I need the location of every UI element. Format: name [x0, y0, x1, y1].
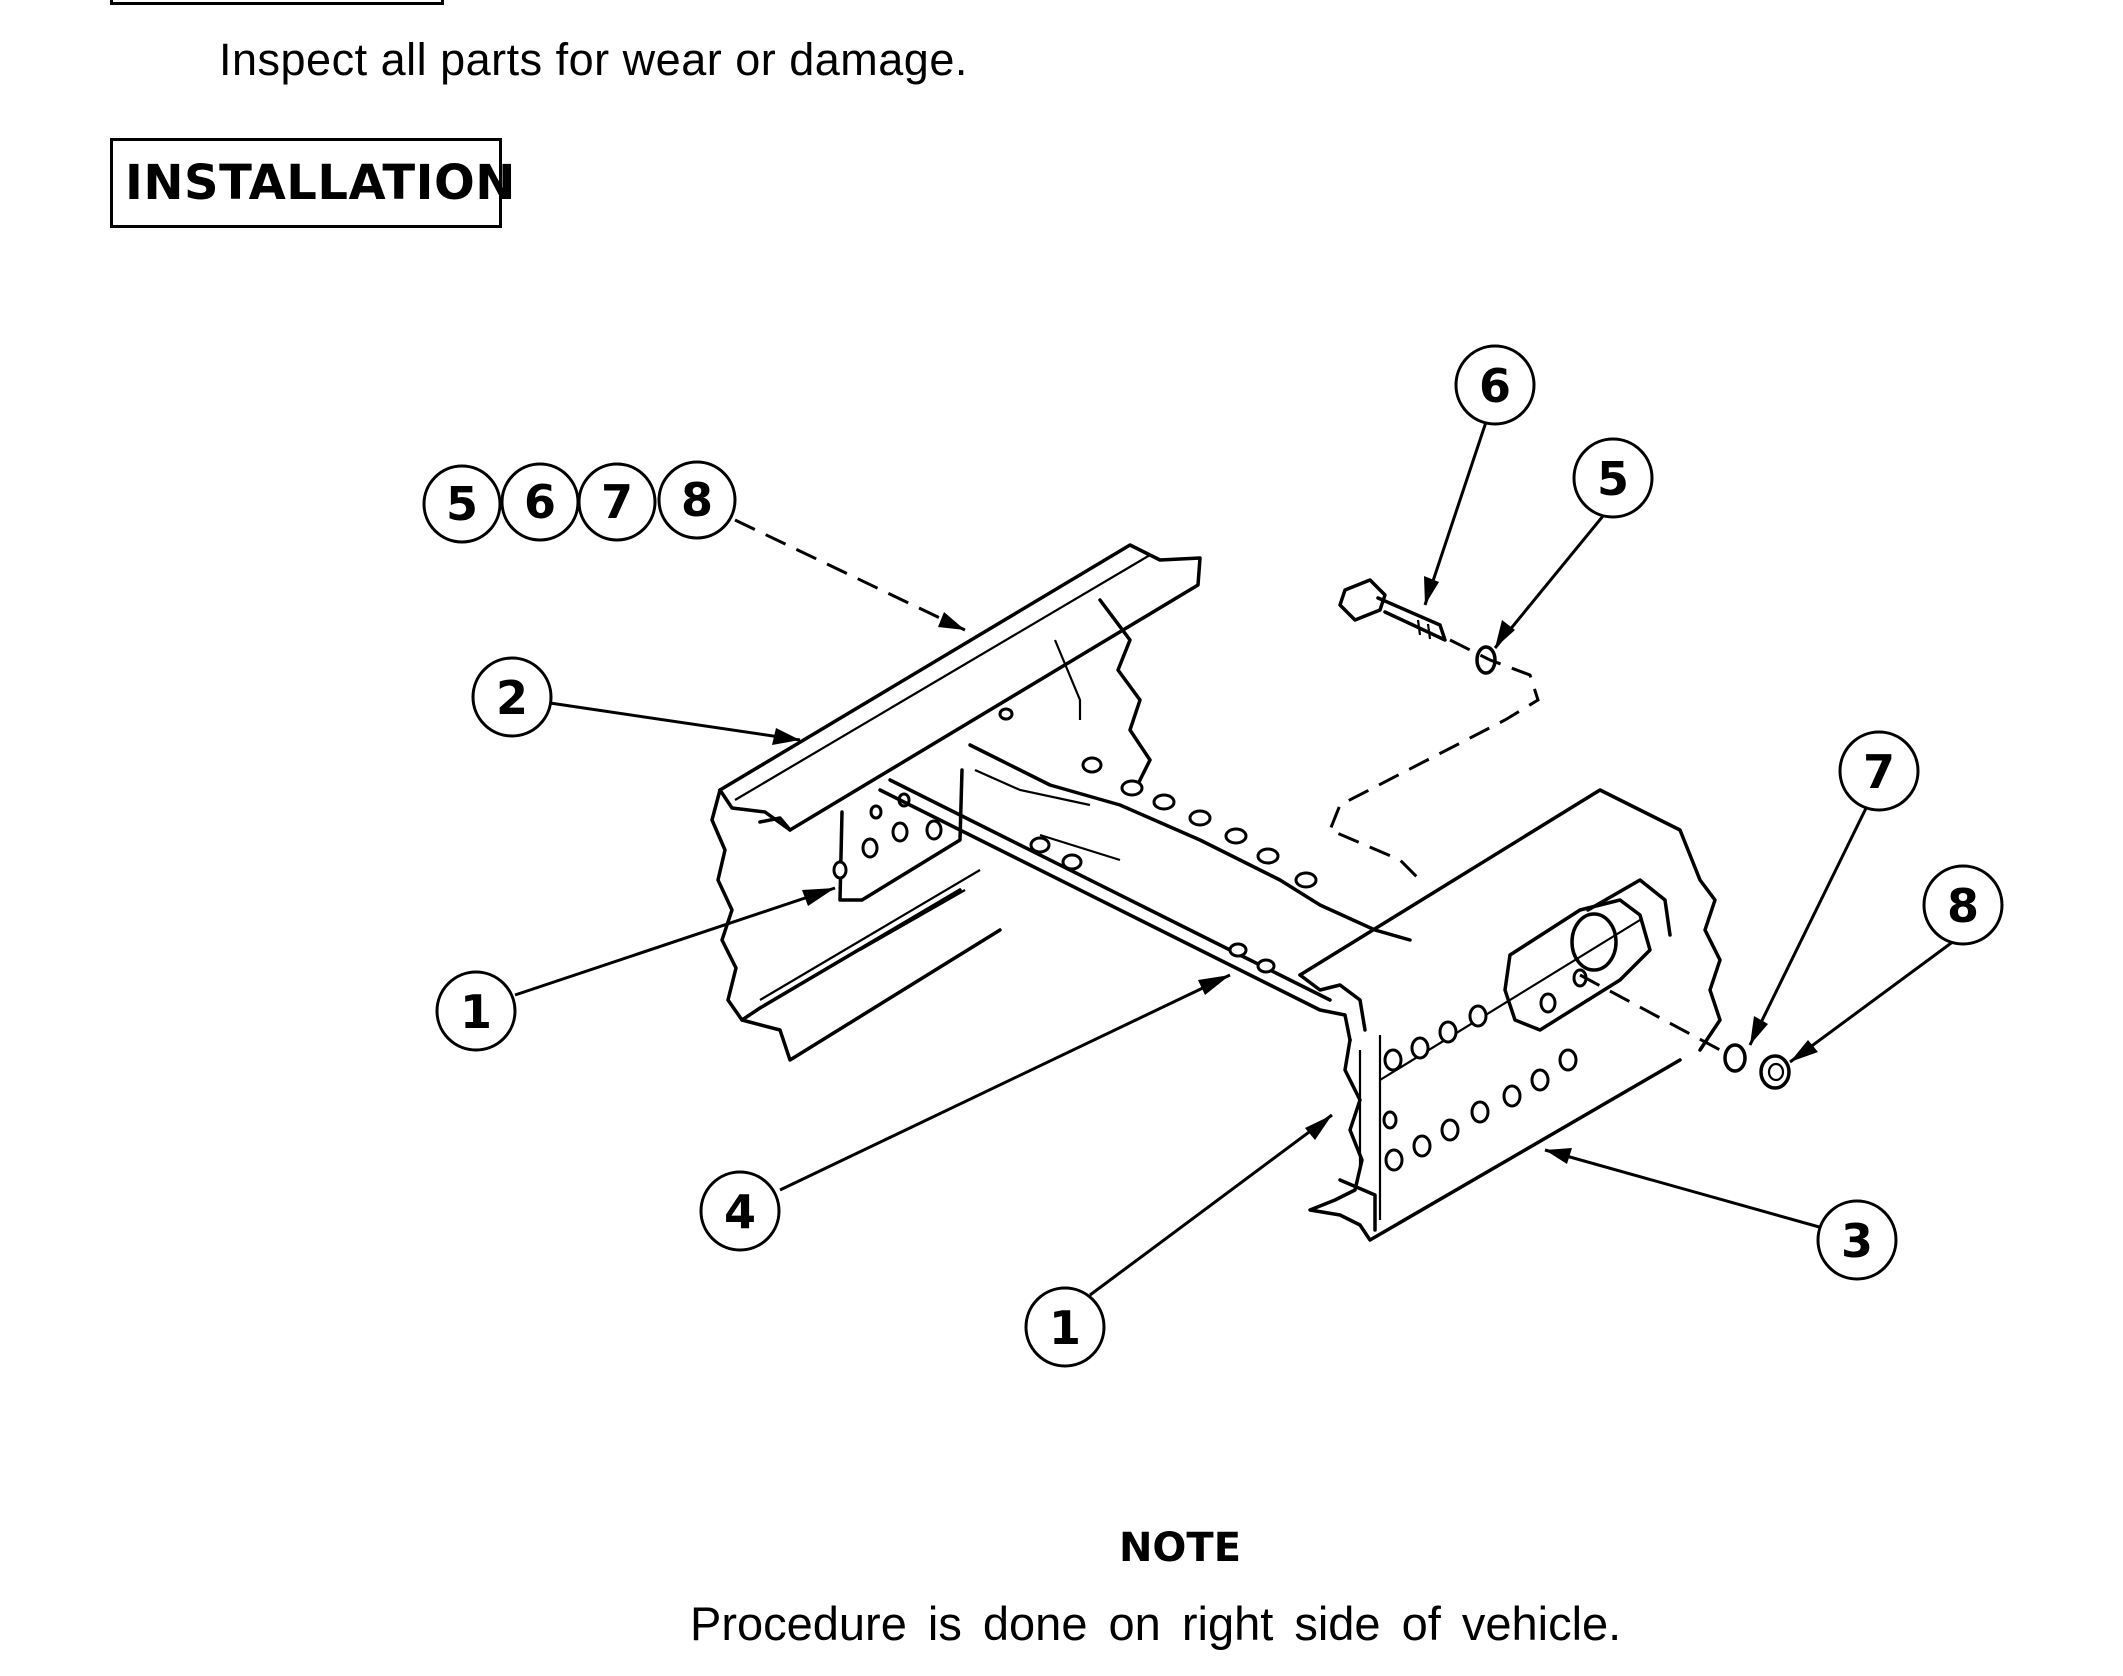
- callout-7: 7: [1838, 730, 1920, 812]
- svg-text:7: 7: [1863, 745, 1895, 799]
- callout-6: 6: [1454, 344, 1536, 426]
- crossmember: [878, 707, 1412, 1042]
- left-rail-assembly: [710, 543, 1202, 1062]
- svg-text:8: 8: [1947, 879, 1979, 933]
- lockwasher-item-7: [1723, 1043, 1747, 1073]
- right-rail-assembly: [1298, 788, 1722, 1242]
- callout-label: 7: [601, 475, 633, 529]
- bolt-item-6: [1338, 578, 1447, 642]
- callout-label: 8: [681, 473, 713, 527]
- callout-label: 5: [446, 477, 478, 531]
- top-section-rule: [110, 0, 444, 5]
- callout-5: 5: [1572, 437, 1654, 519]
- callout-group-5678: 5 6 7 8: [422, 460, 737, 544]
- callout-1-left: 1: [435, 970, 517, 1052]
- callout-2: 2: [471, 656, 553, 738]
- washer-item-5: [1475, 645, 1497, 675]
- callout-8: 8: [1922, 864, 2004, 946]
- section-heading-installation: INSTALLATION: [110, 138, 515, 228]
- callout-1-bottom: 1: [1024, 1286, 1106, 1368]
- svg-text:6: 6: [1479, 359, 1511, 413]
- svg-text:3: 3: [1841, 1214, 1873, 1268]
- callout-label: 6: [524, 475, 556, 529]
- svg-text:2: 2: [496, 671, 528, 725]
- inspect-instruction: Inspect all parts for wear or damage.: [219, 34, 968, 85]
- nut-item-8: [1759, 1054, 1791, 1090]
- leader-lines: [514, 421, 1959, 1297]
- svg-text:1: 1: [460, 985, 492, 1039]
- arrowheads: [772, 576, 1818, 1164]
- note-text: Procedure is done on right side of vehic…: [690, 1597, 1622, 1650]
- svg-text:1: 1: [1049, 1301, 1081, 1355]
- callout-4: 4: [699, 1170, 781, 1252]
- svg-text:5: 5: [1597, 452, 1629, 506]
- svg-text:4: 4: [724, 1185, 756, 1239]
- note-heading: NOTE: [1118, 1525, 1242, 1571]
- callout-3: 3: [1816, 1199, 1898, 1281]
